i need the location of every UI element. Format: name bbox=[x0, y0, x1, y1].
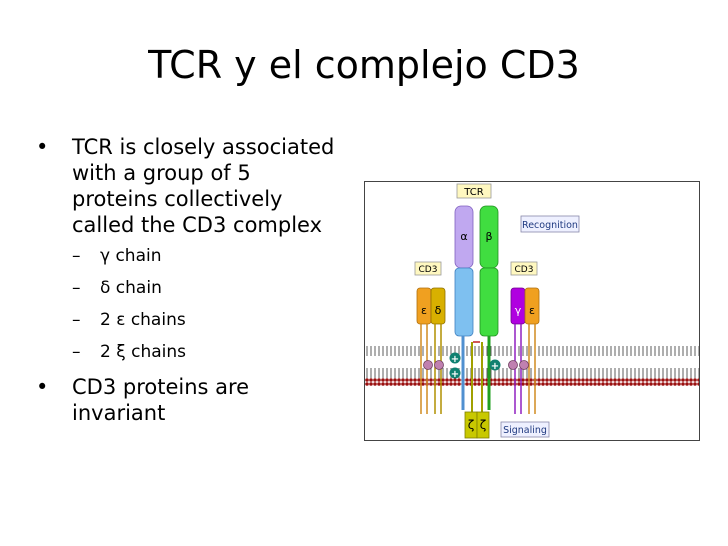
positive-charge-symbol: + bbox=[451, 354, 459, 365]
cd3-right-label: CD3 bbox=[515, 265, 534, 275]
sub-bullet-item: –δ chain bbox=[72, 278, 336, 299]
sub-bullet-text: γ chain bbox=[100, 246, 162, 266]
sub-bullet-text: 2 ε chains bbox=[100, 310, 186, 330]
bullet-marker: • bbox=[36, 135, 49, 159]
sub-bullet-item: –2 ξ chains bbox=[72, 342, 336, 363]
sub-bullet-item: –2 ε chains bbox=[72, 310, 336, 331]
beta-symbol: β bbox=[485, 230, 492, 243]
sub-bullet-marker: – bbox=[72, 342, 81, 362]
positive-charge-symbol: + bbox=[451, 369, 459, 380]
sub-bullet-list: –γ chain –δ chain –2 ε chains –2 ξ chain… bbox=[72, 246, 336, 363]
tcr-label-box bbox=[456, 183, 492, 199]
cd3-epsilon-right bbox=[524, 287, 540, 325]
diagram-svg: TCR Recognition CD3 CD3 α β ε bbox=[365, 183, 699, 439]
epsilon-right-symbol: ε bbox=[529, 304, 535, 317]
bullet-text: TCR is closely associated with a group o… bbox=[72, 135, 335, 237]
recognition-label-box bbox=[520, 215, 580, 233]
zeta-chain bbox=[476, 411, 490, 439]
cd3-right-label-box bbox=[510, 261, 538, 276]
tcr-label: TCR bbox=[463, 187, 484, 198]
bullet-item: • TCR is closely associated with a group… bbox=[36, 134, 336, 238]
tcr-alpha-constant bbox=[454, 267, 474, 337]
gamma-symbol: γ bbox=[515, 304, 522, 317]
cd3-delta bbox=[430, 287, 446, 325]
membrane-residue bbox=[519, 360, 529, 370]
sub-bullet-marker: – bbox=[72, 246, 81, 266]
recognition-label: Recognition bbox=[522, 220, 578, 231]
delta-symbol: δ bbox=[435, 304, 442, 317]
bullet-text: CD3 proteins are invariant bbox=[72, 375, 250, 425]
alpha-symbol: α bbox=[460, 230, 467, 243]
slide-title: TCR y el complejo CD3 bbox=[148, 43, 580, 87]
sub-bullet-marker: – bbox=[72, 278, 81, 298]
bullet-item: • CD3 proteins are invariant bbox=[36, 374, 336, 426]
positive-charge-icon bbox=[489, 359, 501, 371]
cd3-left-label-box bbox=[414, 261, 442, 276]
sub-bullet-text: δ chain bbox=[100, 278, 162, 298]
tcr-cd3-diagram: TCR Recognition CD3 CD3 α β ε bbox=[364, 181, 700, 441]
membrane-residue bbox=[434, 360, 444, 370]
bullet-marker: • bbox=[36, 375, 49, 399]
zeta-2-symbol: ζ bbox=[480, 418, 487, 432]
membrane-residue bbox=[423, 360, 433, 370]
cell-membrane bbox=[365, 346, 699, 386]
tcr-beta-constant bbox=[479, 267, 499, 337]
signaling-label-box bbox=[500, 421, 550, 438]
positive-charge-symbol: + bbox=[491, 361, 499, 372]
cd3-left-label: CD3 bbox=[419, 265, 438, 275]
epsilon-left-symbol: ε bbox=[421, 304, 427, 317]
positive-charge-icon bbox=[449, 352, 461, 364]
sub-bullet-marker: – bbox=[72, 310, 81, 330]
zeta-1-symbol: ζ bbox=[468, 418, 475, 432]
sub-bullet-item: –γ chain bbox=[72, 246, 336, 267]
positive-charge-icon bbox=[449, 367, 461, 379]
signaling-label: Signaling bbox=[503, 425, 547, 436]
membrane-residue bbox=[508, 360, 518, 370]
sub-bullet-text: 2 ξ chains bbox=[100, 342, 186, 362]
bullet-list: • TCR is closely associated with a group… bbox=[36, 134, 336, 434]
